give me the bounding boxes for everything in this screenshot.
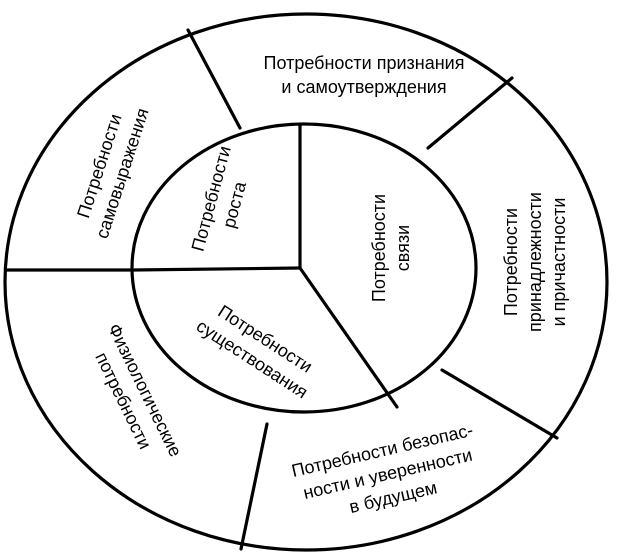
outer-label-belonging-line2: принадлежности [525,192,545,332]
outer-divider-bottom-left [239,422,269,551]
outer-label-belonging-line3: и причастности [549,198,569,327]
inner-label-relatedness-line2: связи [393,225,413,271]
outer-label-security: Потребности безопас- ности и уверенности… [290,420,475,517]
outer-label-belonging-line1: Потребности [501,208,521,316]
outer-divider-top-left [186,28,242,130]
outer-divider-top-right [426,76,514,150]
inner-label-existence: Потребности существования [193,301,316,402]
outer-label-recognition-line1: Потребности признания [264,53,465,73]
outer-ring [3,12,609,552]
inner-label-growth: Потребности роста [188,144,251,254]
inner-divider-left [131,266,302,272]
outer-label-recognition: Потребности признания и самоутверждения [264,53,465,97]
inner-divider-bottom [298,266,399,409]
inner-ring [130,122,478,414]
inner-label-relatedness: Потребности связи [369,194,413,302]
outer-label-physiological: Физиологические потребности [91,320,185,459]
outer-label-belonging: Потребности принадлежности и причастност… [501,192,569,332]
outer-label-recognition-line2: и самоутверждения [281,77,446,97]
outer-divider-bottom-right [440,368,559,440]
inner-label-relatedness-line1: Потребности [369,194,389,302]
outer-label-self-expression: Потребности самовыражения [73,106,153,241]
